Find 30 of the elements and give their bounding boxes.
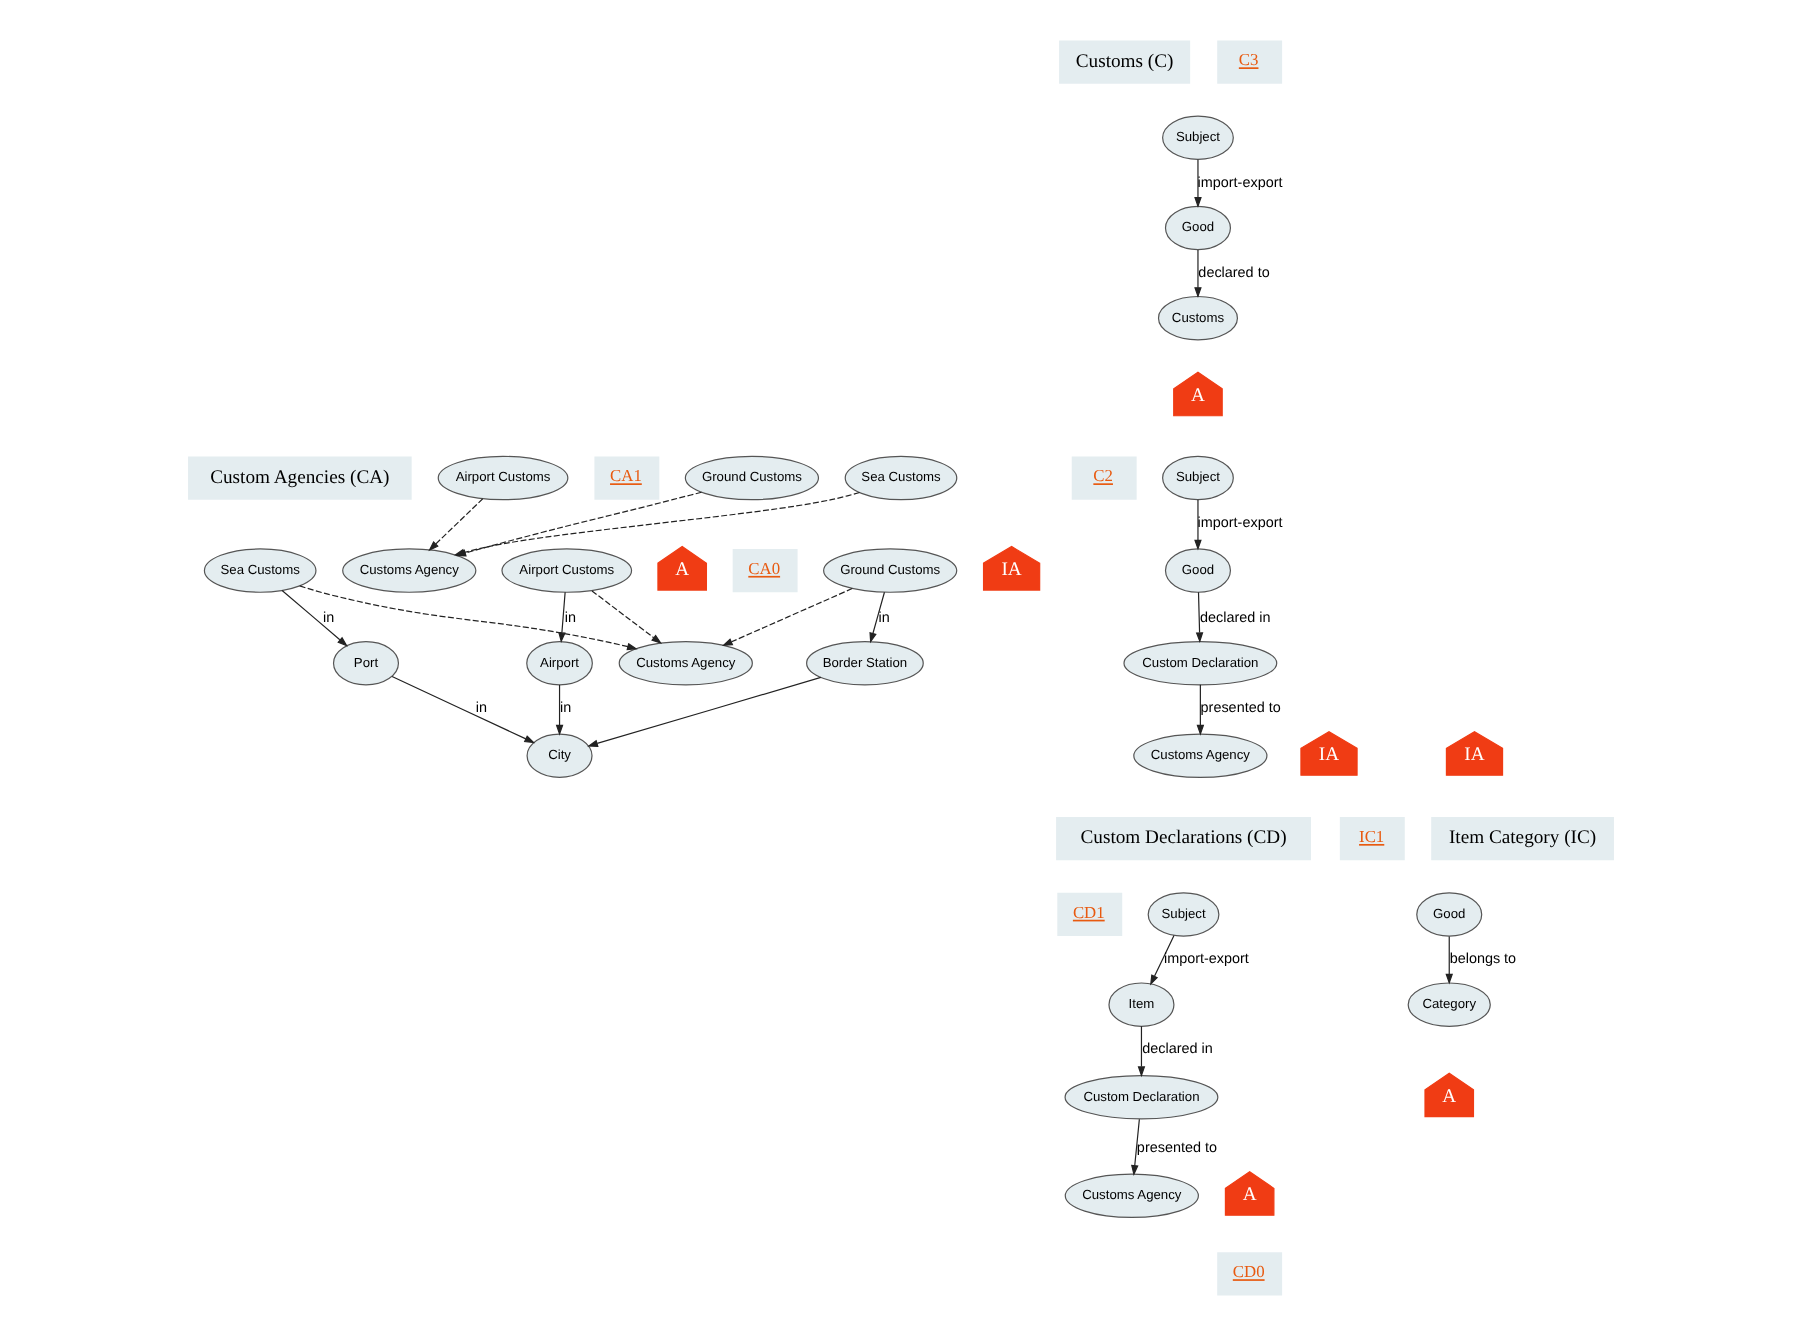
arrow [1150, 935, 1175, 986]
label: C2 [1093, 467, 1113, 486]
label: Item Category (IC) [1448, 827, 1597, 850]
arrow [1445, 935, 1454, 985]
arrow [555, 684, 564, 736]
arrow [558, 591, 566, 644]
label: Custom Declarations (CD) [1080, 827, 1287, 850]
arrow [1194, 249, 1202, 299]
arrow [1194, 499, 1202, 551]
arrow [721, 587, 853, 647]
arrow [1194, 159, 1202, 208]
label: CD0 [1232, 1263, 1265, 1282]
arrow [1131, 1118, 1140, 1176]
arrow [428, 498, 484, 552]
arrow [1137, 1025, 1146, 1078]
arrow [281, 589, 348, 647]
arrow [1196, 684, 1205, 736]
label: CD1 [1072, 903, 1105, 922]
label: CA0 [748, 559, 781, 578]
label: C3 [1238, 51, 1259, 70]
arrow [587, 676, 822, 747]
label: Custom Agencies (CA) [210, 466, 390, 489]
arrow [1195, 591, 1204, 644]
arrow [869, 591, 886, 644]
label: Customs (C) [1075, 50, 1174, 73]
arrow [391, 675, 536, 744]
arrow [299, 585, 638, 651]
label: IC1 [1359, 827, 1385, 846]
arrow [591, 590, 663, 644]
label: CA1 [610, 467, 642, 486]
